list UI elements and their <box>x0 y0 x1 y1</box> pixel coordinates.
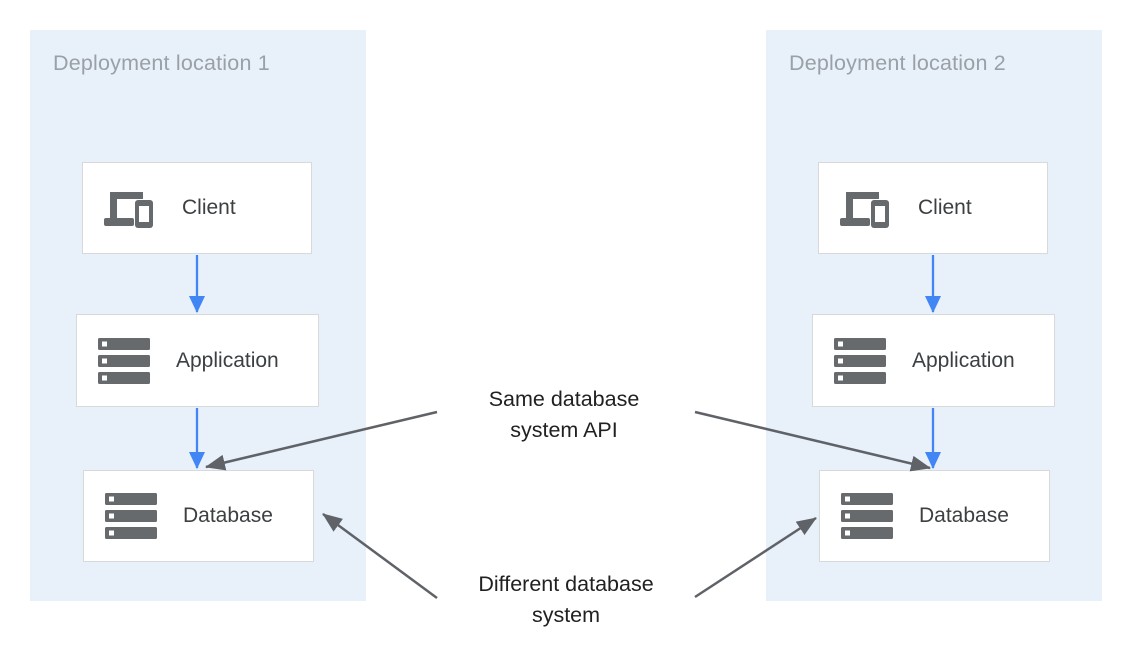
node-client-2: Client <box>818 162 1048 254</box>
annotation-same-database-system-api: Same database system API <box>414 384 714 446</box>
node-application-1: Application <box>76 314 319 407</box>
panel-title: Deployment location 2 <box>789 51 1006 75</box>
node-label: Database <box>183 504 273 527</box>
node-label: Database <box>919 504 1009 527</box>
panel-deployment-location-1: Deployment location 1 Client <box>30 30 366 601</box>
node-application-2: Application <box>812 314 1055 407</box>
annotation-different-database-system: Different database system <box>416 569 716 631</box>
annotation-line: system <box>531 603 601 627</box>
annotation-line: Different database <box>478 572 654 596</box>
node-client-1: Client <box>82 162 312 254</box>
devices-icon <box>839 185 893 231</box>
node-label: Client <box>918 196 972 219</box>
node-label: Application <box>176 348 279 372</box>
node-label: Application <box>912 348 1015 372</box>
panel-deployment-location-2: Deployment location 2 Client <box>766 30 1102 601</box>
server-stack-icon <box>833 337 887 384</box>
server-stack-icon <box>104 493 158 539</box>
node-database-1: Database <box>83 470 314 562</box>
server-stack-icon <box>97 337 151 384</box>
panel-title: Deployment location 1 <box>53 51 270 75</box>
devices-icon <box>103 185 157 231</box>
annotation-line: system API <box>510 418 618 442</box>
server-stack-icon <box>840 493 894 539</box>
annotation-line: Same database <box>488 387 640 411</box>
node-database-2: Database <box>819 470 1050 562</box>
node-label: Client <box>182 196 236 219</box>
